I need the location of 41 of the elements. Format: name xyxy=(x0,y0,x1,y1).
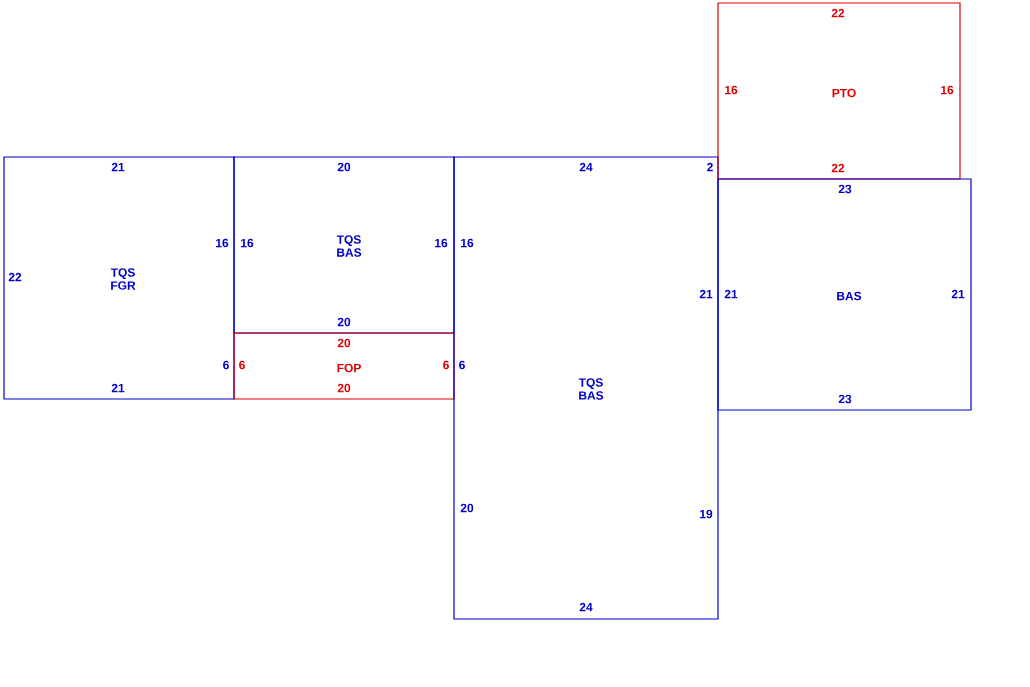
dimension-label: 6 xyxy=(239,360,245,370)
dimension-label: 20 xyxy=(460,503,474,513)
room-box xyxy=(717,2,961,180)
dimension-label: 20 xyxy=(337,383,351,393)
dimension-label: 21 xyxy=(951,289,965,299)
dimension-label: 16 xyxy=(241,238,254,248)
room-label: PTO xyxy=(832,88,856,98)
dimension-label: 16 xyxy=(216,238,229,248)
dimension-label: 20 xyxy=(337,338,351,348)
dimension-label: 19 xyxy=(700,509,713,519)
room-label: TQS BAS xyxy=(336,235,362,257)
dimension-label: 24 xyxy=(579,602,593,612)
dimension-label: 20 xyxy=(337,317,351,327)
room-label: BAS xyxy=(837,291,862,301)
room-box xyxy=(233,332,455,400)
room-box xyxy=(453,156,719,620)
dimension-label: 20 xyxy=(337,162,351,172)
dimension-label: 22 xyxy=(831,163,845,173)
dimension-label: 6 xyxy=(443,360,449,370)
dimension-label: 16 xyxy=(461,238,474,248)
dimension-label: 16 xyxy=(435,238,448,248)
dimension-label: 21 xyxy=(111,162,125,172)
dimension-label: 23 xyxy=(838,184,852,194)
dimension-label: 16 xyxy=(725,85,738,95)
dimension-label: 24 xyxy=(579,162,593,172)
room-label: TQS BAS xyxy=(578,378,604,400)
dimension-label: 22 xyxy=(831,8,845,18)
dimension-label: 21 xyxy=(699,289,713,299)
dimension-label: 16 xyxy=(941,85,954,95)
room-label: TQS FGR xyxy=(110,268,136,290)
dimension-label: 21 xyxy=(724,289,738,299)
dimension-label: 21 xyxy=(111,383,125,393)
dimension-label: 6 xyxy=(223,360,229,370)
dimension-label: 23 xyxy=(838,394,852,404)
room-box xyxy=(3,156,235,400)
room-box xyxy=(233,156,455,334)
dimension-label: 2 xyxy=(707,162,713,172)
dimension-label: 22 xyxy=(8,272,22,282)
room-box xyxy=(717,178,972,411)
dimension-label: 6 xyxy=(459,360,465,370)
room-label: FOP xyxy=(337,363,361,373)
